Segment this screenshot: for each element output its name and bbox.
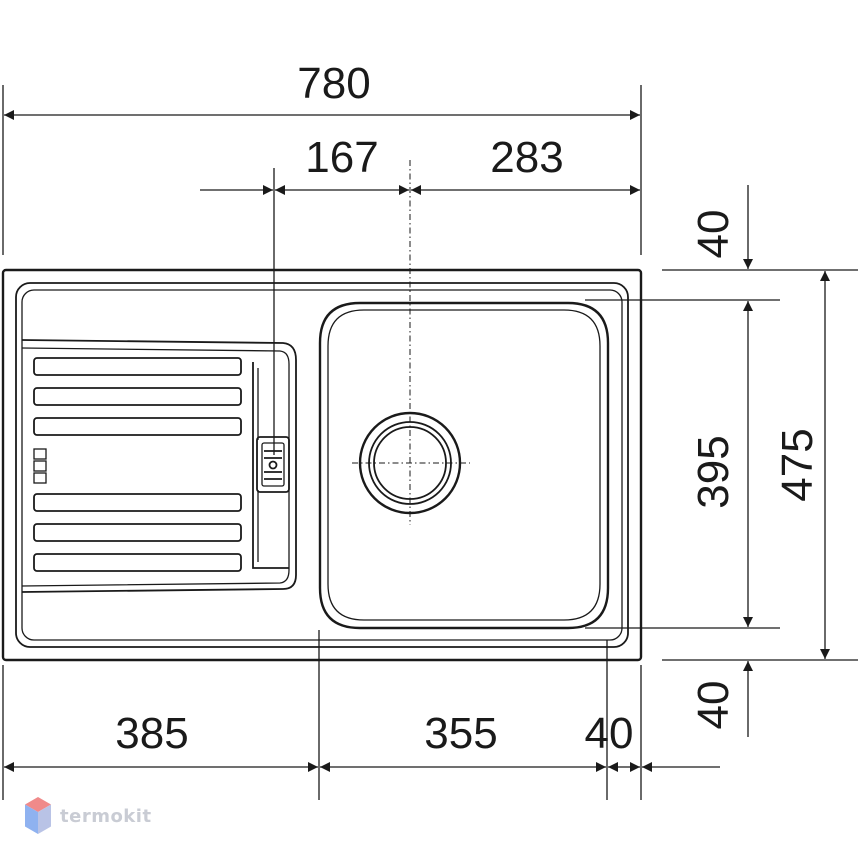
sink-bowl: [318, 301, 610, 630]
dim-right-offset: 283: [490, 133, 563, 182]
dim-drainer-width: 385: [115, 709, 188, 758]
drainer-rib: [33, 387, 242, 406]
brand-name: termokit: [60, 806, 152, 827]
dim-top-margin: 40: [689, 210, 738, 259]
dim-overall-depth: 475: [773, 428, 822, 501]
dim-overall-width: 780: [297, 59, 370, 108]
dimension-lines: [4, 110, 830, 772]
drainer-rib: [33, 417, 242, 436]
drainer-rib: [33, 553, 242, 572]
overflow-grille: [256, 436, 290, 493]
dim-left-offset: 167: [305, 133, 378, 182]
drainer-rib: [33, 493, 242, 512]
dimension-labels: 780 167 283 40 395 475 40 385 355 40: [115, 59, 822, 758]
overflow-channel: [252, 362, 290, 569]
drainer-rib: [33, 357, 242, 376]
drainer-marks: [33, 448, 47, 484]
drain-outlet: [352, 411, 470, 515]
drainer-board: [21, 339, 297, 593]
brand-watermark: termokit: [25, 797, 152, 834]
sink-plan: [1, 268, 643, 662]
extension-lines: [2, 85, 858, 800]
dim-rim-width: 40: [585, 709, 634, 758]
dim-bottom-margin: 40: [689, 681, 738, 730]
termokit-logo-icon: [25, 797, 51, 834]
dim-bowl-depth: 395: [689, 435, 738, 508]
dim-bowl-width: 355: [424, 709, 497, 758]
drainer-rib: [33, 523, 242, 542]
